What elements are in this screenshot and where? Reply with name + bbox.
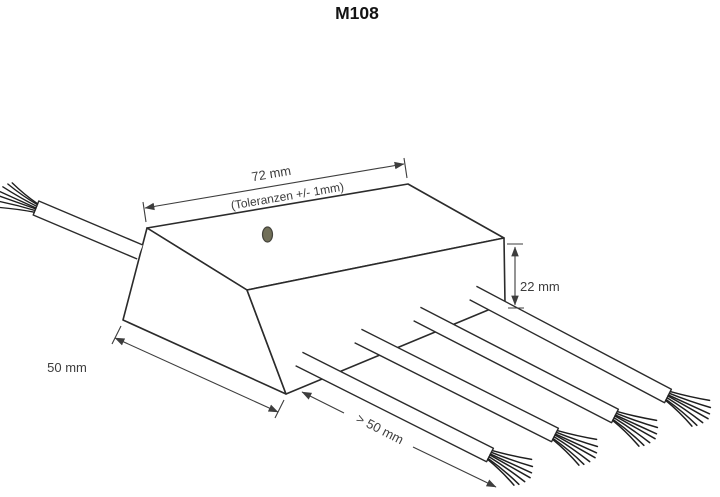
dimensions bbox=[111, 157, 524, 488]
dim-width-line bbox=[144, 161, 405, 211]
cable-1 bbox=[295, 351, 495, 463]
dim-cable-line-a bbox=[301, 391, 345, 414]
dim-depth-label: 50 mm bbox=[47, 360, 87, 375]
dim-height-ext-ticks bbox=[507, 243, 524, 309]
dim-width-label: 72 mm bbox=[250, 163, 292, 184]
dim-height-label: 22 mm bbox=[520, 279, 560, 294]
cable-left bbox=[32, 200, 144, 260]
dim-cable-line-b bbox=[412, 446, 497, 488]
status-led-icon bbox=[261, 226, 274, 243]
dim-depth-ext-ticks bbox=[111, 325, 285, 419]
dim-width-ext-ticks bbox=[142, 157, 408, 223]
module-box bbox=[122, 183, 506, 395]
dim-depth-line bbox=[114, 337, 279, 413]
page-title: M108 bbox=[335, 3, 379, 23]
